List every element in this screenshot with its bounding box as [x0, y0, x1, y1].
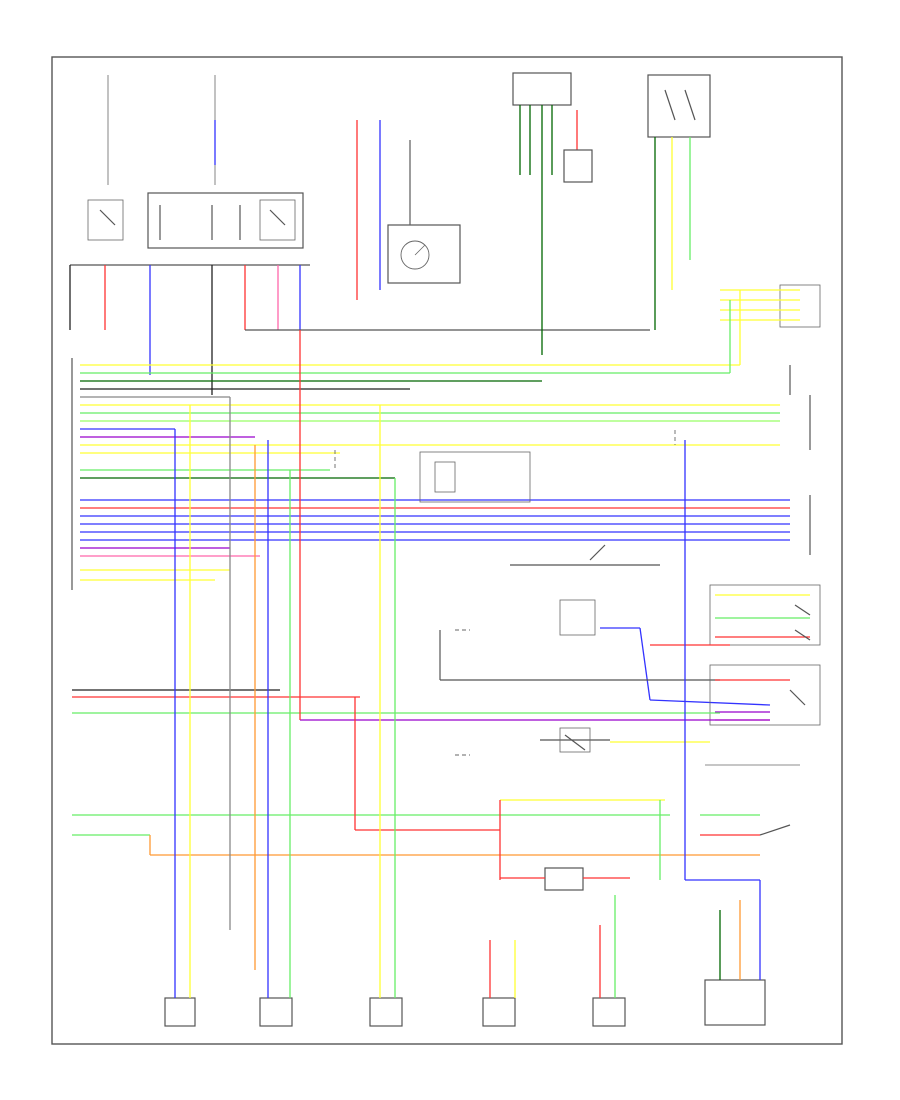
sensor-1: [164, 970, 196, 1027]
control-relay-block: [70, 192, 310, 266]
sensor-3: [369, 970, 403, 1027]
sensor-5: [592, 970, 626, 1027]
top-pin-row: [69, 265, 650, 395]
relay-switch-mid: [439, 544, 771, 706]
right-connector-groups: [729, 290, 811, 555]
left-connector-bus: [71, 358, 790, 590]
bottom-right-module: [704, 955, 766, 1026]
top-left-fuse-group: [107, 75, 216, 185]
top-right-switch: [647, 74, 711, 330]
pcm-connector-top: [720, 284, 821, 328]
dashed-references: [334, 430, 676, 756]
bottom-wire-bus: [72, 697, 791, 880]
sensor-4: [482, 970, 516, 1027]
relay-lower: [540, 727, 710, 753]
sensor-drop-wires: [174, 397, 761, 970]
center-connector-box: [419, 451, 531, 503]
right-switch-group-1: [650, 584, 821, 646]
fuse-inline-bottom: [500, 867, 630, 891]
right-switch-group-2: [705, 664, 821, 766]
sensor-2: [259, 970, 293, 1027]
connector-top: [512, 72, 593, 355]
diagram-border: [51, 56, 843, 1045]
lower-horizontal-wires: [72, 330, 770, 721]
rotary-switch: [356, 120, 461, 300]
